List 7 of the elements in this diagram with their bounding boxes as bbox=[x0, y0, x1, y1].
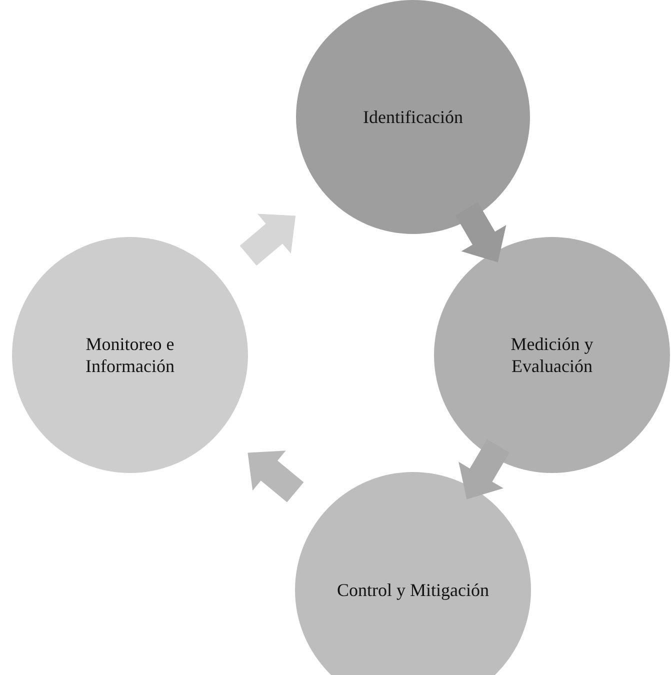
block-arrow bbox=[248, 450, 304, 502]
block-arrow bbox=[458, 439, 510, 500]
stage-label: Monitoreo e Información bbox=[84, 332, 176, 378]
stage-label: Medición y Evaluación bbox=[510, 332, 594, 378]
block-arrow bbox=[240, 214, 296, 266]
stage-label: Identificación bbox=[363, 106, 463, 128]
stage-label: Control y Mitigación bbox=[337, 578, 489, 602]
